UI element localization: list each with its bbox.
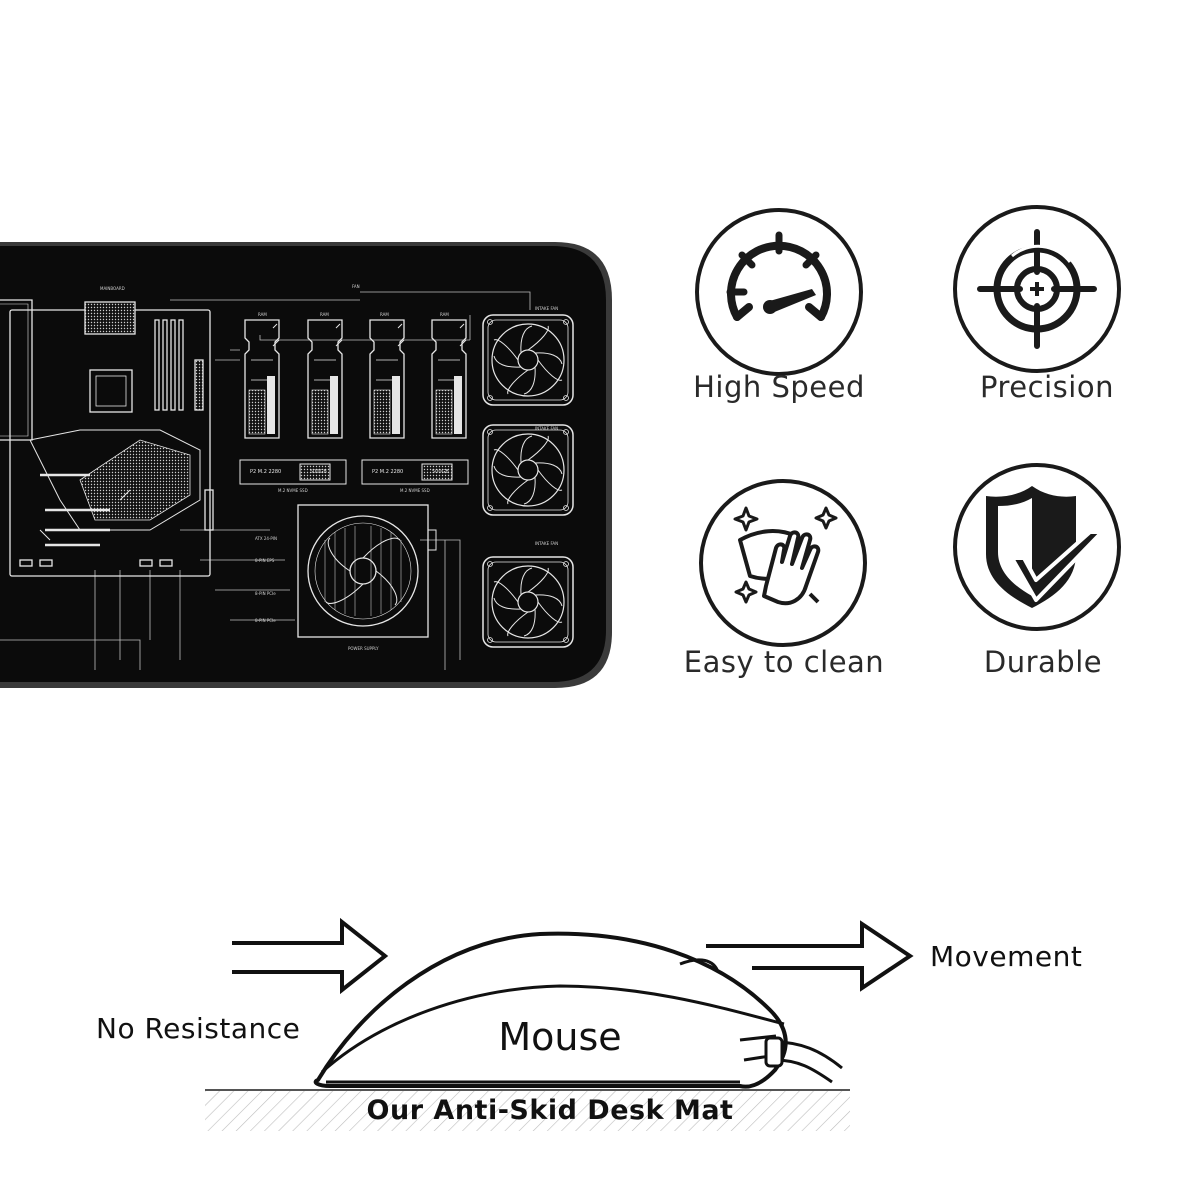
feature-label-precision: Precision (980, 370, 1114, 404)
svg-text:INTAKE FAN: INTAKE FAN (535, 306, 558, 311)
svg-text:MAINBOARD: MAINBOARD (100, 286, 125, 291)
feature-label-durable: Durable (983, 645, 1103, 679)
svg-text:RAM: RAM (380, 312, 389, 317)
svg-text:P2 M.2 2280: P2 M.2 2280 (250, 469, 281, 475)
svg-text:INTAKE FAN: INTAKE FAN (535, 541, 558, 546)
svg-text:RAM: RAM (320, 312, 329, 317)
svg-text:500GB: 500GB (432, 469, 449, 475)
svg-text:500GB: 500GB (310, 469, 327, 475)
no-resistance-label: No Resistance (96, 1012, 301, 1045)
right-motion-arrows (706, 920, 914, 992)
crosshair-icon (953, 205, 1121, 373)
mouse-label: Mouse (498, 1015, 622, 1059)
svg-text:ATX 24-PIN: ATX 24-PIN (255, 536, 277, 541)
svg-text:RAM: RAM (440, 312, 449, 317)
mouse-outline (313, 931, 788, 1089)
svg-text:8-PIN PCIe: 8-PIN PCIe (255, 591, 276, 596)
svg-text:INTAKE FAN: INTAKE FAN (535, 426, 558, 431)
svg-text:8-PIN PCIe: 8-PIN PCIe (255, 618, 276, 623)
desk-mat-label: Our Anti-Skid Desk Mat (366, 1095, 734, 1126)
mouse-cable (764, 1036, 843, 1084)
mouse-glide-diagram (205, 917, 914, 1131)
svg-text:8-PIN EPS: 8-PIN EPS (255, 558, 275, 563)
feature-label-high-speed: High Speed (693, 370, 865, 404)
svg-text:RAM: RAM (258, 312, 267, 317)
speedometer-icon (695, 208, 863, 376)
shield-check-icon (953, 463, 1121, 631)
svg-text:M.2 NVME SSD: M.2 NVME SSD (278, 488, 308, 493)
desk-mat-image: FAN MAINBOARD RAM RAM RAM RAM INTAKE FAN I… (0, 242, 612, 688)
movement-label: Movement (930, 940, 1083, 973)
svg-text:M.2 NVME SSD: M.2 NVME SSD (400, 488, 430, 493)
feature-label-easy-to-clean: Easy to clean (683, 645, 885, 679)
svg-text:POWER SUPPLY: POWER SUPPLY (348, 646, 379, 651)
cleaning-hand-icon (699, 479, 867, 647)
left-motion-arrows (232, 917, 389, 995)
svg-text:FAN: FAN (352, 284, 360, 289)
svg-text:P2 M.2 2280: P2 M.2 2280 (372, 469, 403, 475)
